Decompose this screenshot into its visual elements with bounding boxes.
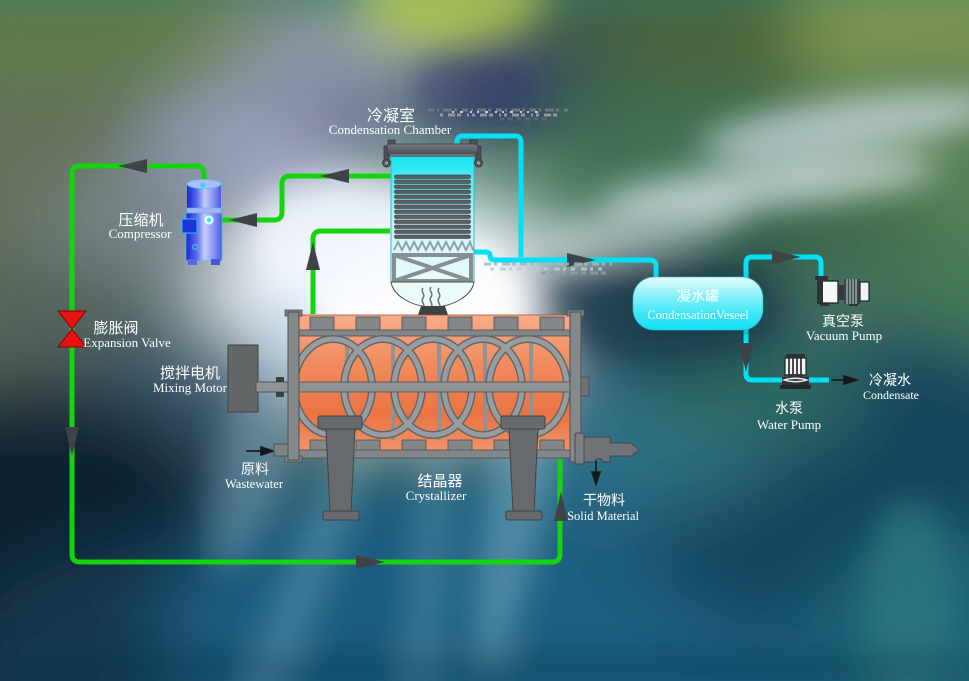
svg-text:压缩机: 压缩机 (118, 212, 163, 229)
svg-text:CondensationVeseel: CondensationVeseel (647, 308, 749, 322)
svg-text:Wastewater: Wastewater (225, 477, 284, 491)
svg-text:Vacuum Pump: Vacuum Pump (806, 328, 882, 343)
svg-text:原料: 原料 (241, 462, 269, 478)
svg-text:干物料: 干物料 (583, 493, 625, 509)
svg-text:Water Pump: Water Pump (757, 417, 821, 432)
svg-text:Crystallizer: Crystallizer (406, 488, 467, 503)
svg-text:膨胀阀: 膨胀阀 (93, 320, 138, 337)
svg-text:Condensate: Condensate (863, 388, 919, 402)
svg-text:Expansion Valve: Expansion Valve (83, 335, 171, 350)
svg-text:Mixing Motor: Mixing Motor (153, 380, 228, 395)
svg-text:冷凝室: 冷凝室 (367, 107, 415, 125)
svg-text:Compressor: Compressor (109, 226, 173, 241)
svg-text:Solid Material: Solid Material (567, 509, 639, 523)
svg-text:凝水罐: 凝水罐 (677, 289, 719, 305)
svg-text:结晶器: 结晶器 (417, 473, 462, 490)
svg-text:水泵: 水泵 (775, 401, 803, 417)
svg-text:冷凝水: 冷凝水 (869, 373, 911, 389)
svg-text:Condensation Chamber: Condensation Chamber (329, 122, 452, 137)
svg-text:真空泵: 真空泵 (822, 314, 864, 330)
svg-text:搅拌电机: 搅拌电机 (160, 365, 220, 382)
